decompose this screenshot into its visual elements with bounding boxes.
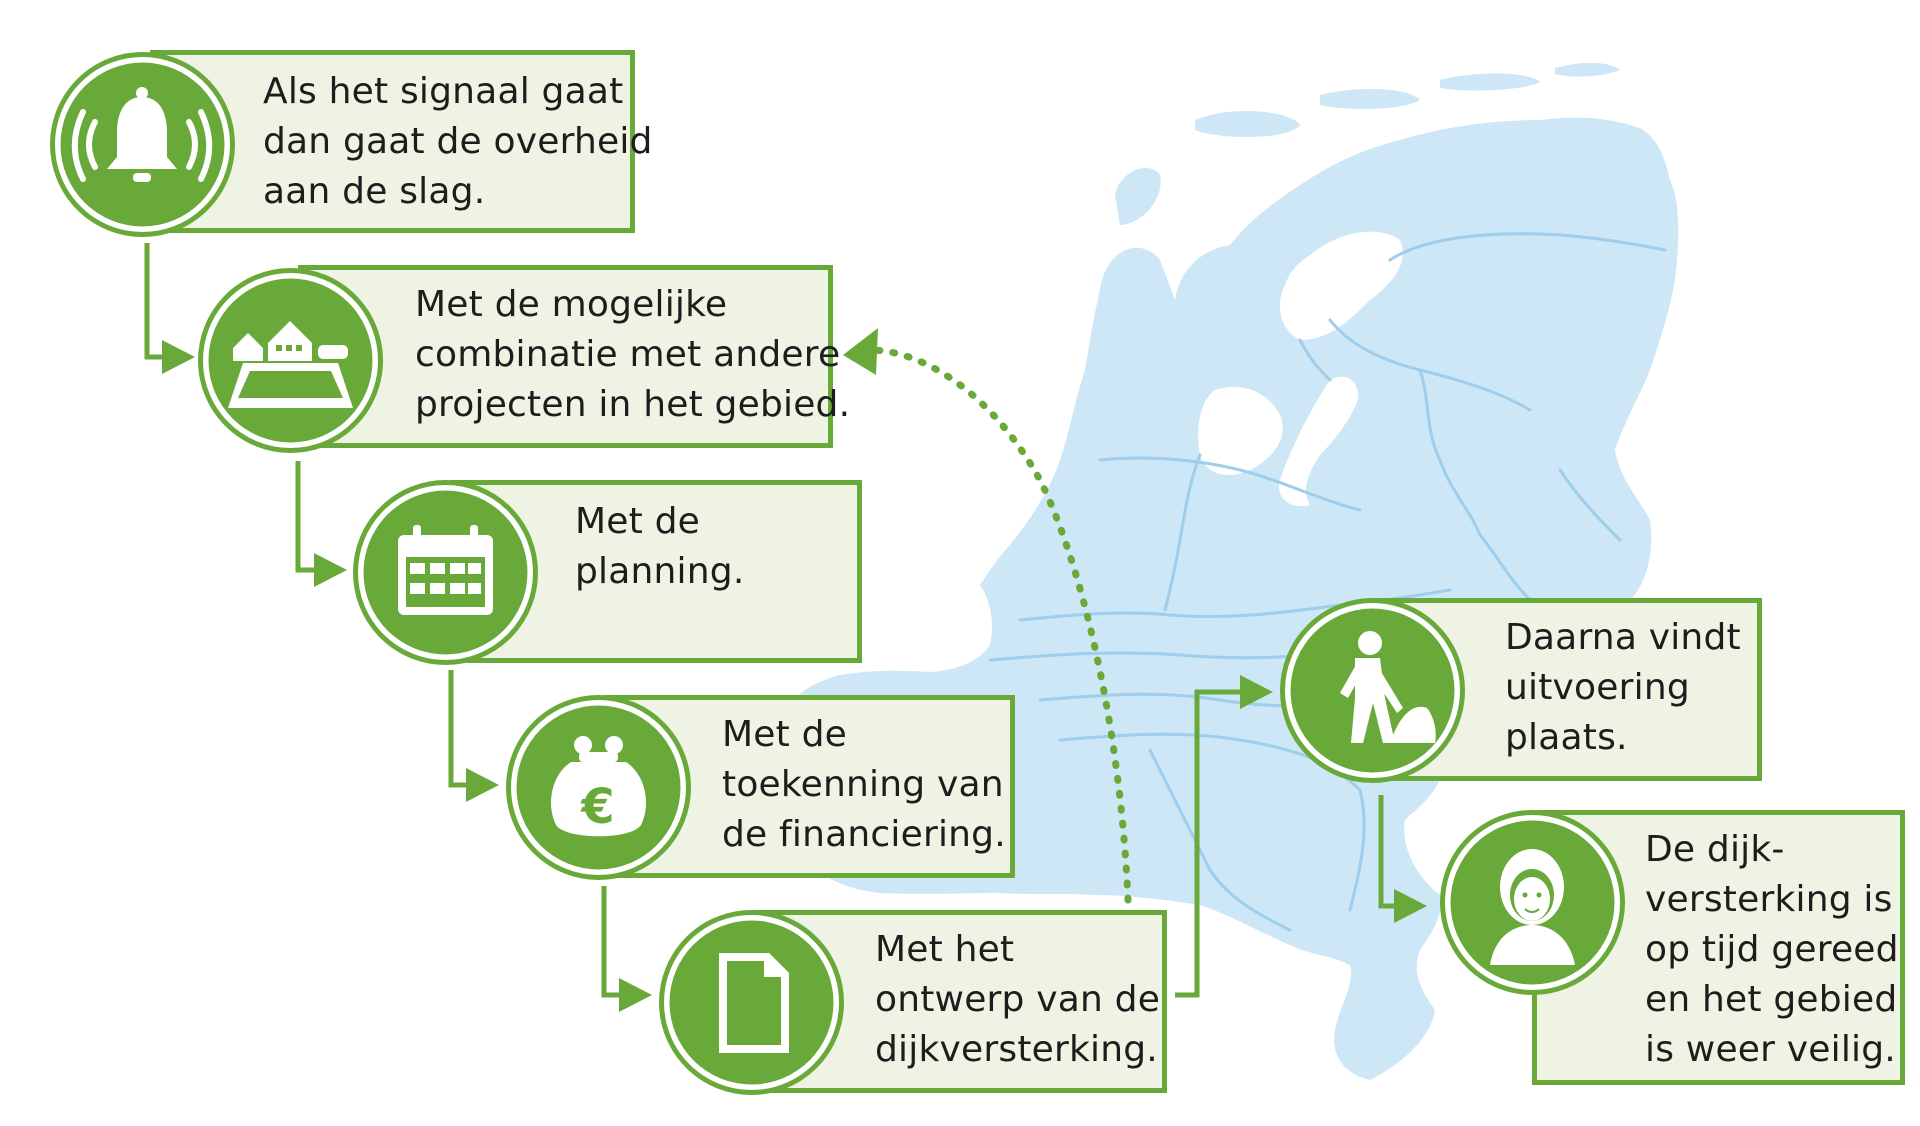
step-text-design: Met het ontwerp van de dijkversterking. (875, 929, 1161, 1070)
arrow-head-2 (162, 340, 195, 374)
step-text-financing: Met de toekenning van de financiering. (722, 714, 1006, 855)
step-text-planning: Met de planning. (575, 501, 745, 592)
step-icon-circle-signal (50, 52, 235, 237)
connector-3-4 (448, 670, 472, 788)
arrow-head-3 (314, 553, 347, 587)
area-houses-icon (208, 278, 373, 443)
step-icon-circle-result (1440, 810, 1625, 995)
step-icon-circle-planning (353, 480, 538, 665)
document-icon (669, 920, 834, 1085)
step-text-execution: Daarna vindt uitvoering plaats. (1505, 617, 1741, 758)
step-icon-circle-execution (1280, 598, 1465, 783)
step-box-combination (298, 265, 833, 448)
money-bag-icon: € (516, 705, 681, 870)
svg-text:€: € (580, 779, 614, 835)
arrow-head-5 (619, 978, 652, 1012)
step-text-result: De dijk- versterking is op tijd gereed e… (1645, 829, 1899, 1070)
connector-2-3 (295, 461, 320, 573)
connector-6-7 (1378, 795, 1400, 909)
connector-1-2 (144, 243, 168, 360)
arrow-head-7 (1394, 889, 1427, 923)
connector-5-6 (1175, 689, 1245, 998)
arrow-head-4 (466, 768, 499, 802)
calendar-icon (363, 490, 528, 655)
worker-digging-icon (1290, 608, 1455, 773)
step-icon-circle-combination (198, 268, 383, 453)
step-icon-circle-design (659, 910, 844, 1095)
bell-icon (60, 62, 225, 227)
arrow-head-6 (1240, 675, 1273, 709)
step-text-combination: Met de mogelijke combinatie met andere p… (415, 284, 851, 425)
feedback-arrow-head (843, 328, 878, 375)
step-text-signal: Als het signaal gaat dan gaat de overhei… (263, 71, 653, 212)
step-box-planning (450, 480, 862, 663)
connector-4-5 (601, 886, 625, 998)
step-icon-circle-financing: € (506, 695, 691, 880)
woman-icon (1450, 820, 1615, 985)
